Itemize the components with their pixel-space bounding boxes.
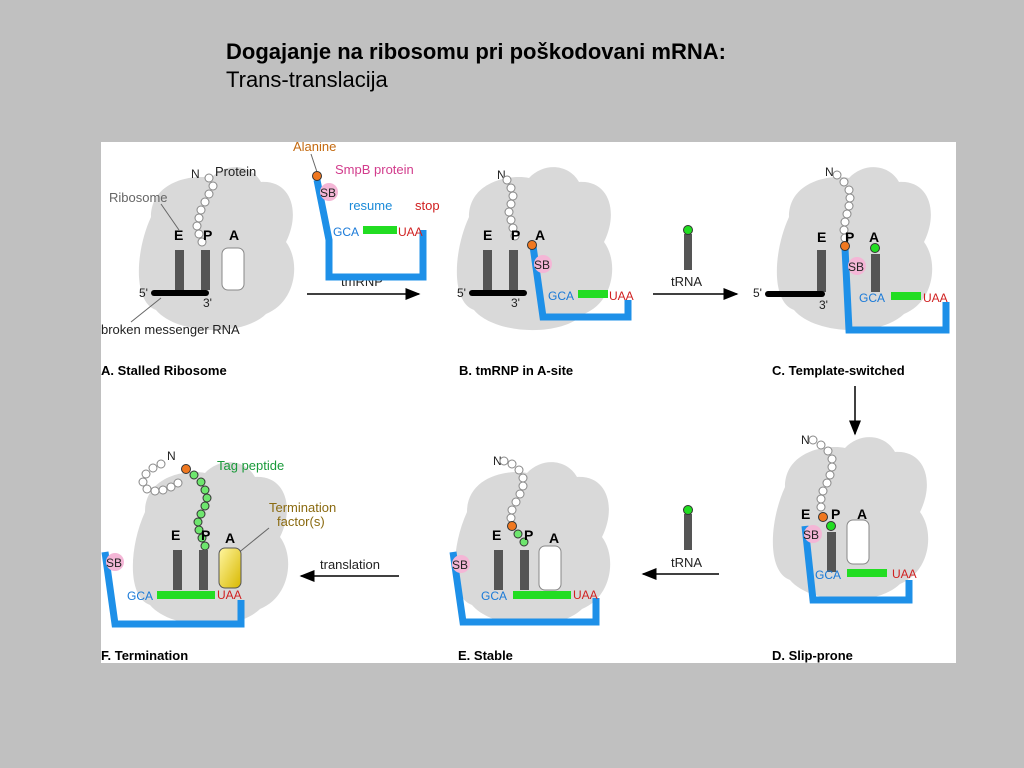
site-a: A	[229, 227, 239, 243]
svg-text:3': 3'	[819, 298, 828, 312]
arrow-label-translation: translation	[320, 557, 380, 572]
label-stop: stop	[415, 198, 440, 213]
trans-translation-figure: Ribosome N Protein E P A 5' 3' broken me…	[101, 142, 956, 663]
svg-text:E: E	[817, 229, 826, 245]
caption-c: C. Template-switched	[772, 363, 905, 378]
svg-text:UAA: UAA	[217, 588, 242, 602]
caption-f: F. Termination	[101, 648, 188, 663]
caption-e: E. Stable	[458, 648, 513, 663]
caption-b: B. tmRNP in A-site	[459, 363, 573, 378]
termination-factor	[218, 547, 242, 589]
label-5prime: 5'	[139, 286, 148, 300]
title-line-1: Dogajanje na ribosomu pri poškodovani mR…	[226, 39, 726, 64]
svg-text:A: A	[535, 227, 545, 243]
caption-a: A. Stalled Ribosome	[101, 363, 227, 378]
svg-text:UAA: UAA	[609, 289, 634, 303]
arrow-label-trna-2: tRNA	[671, 555, 702, 570]
arrow-label-trna-1: tRNA	[671, 274, 702, 289]
svg-text:GCA: GCA	[481, 589, 507, 603]
label-n: N	[191, 167, 200, 181]
orf	[363, 226, 397, 234]
title-line-2: Trans-translacija	[226, 66, 388, 92]
svg-text:SB: SB	[534, 258, 550, 272]
panel-c-template-switched: N E P A 5' 3' SB GCA UAA C. Template-swi…	[753, 165, 950, 378]
panel-d-slip-prone: N E P A SB GCA UAA D. Slip-prone	[772, 433, 929, 663]
svg-text:SB: SB	[106, 556, 122, 570]
svg-text:N: N	[825, 165, 834, 179]
trna-p	[201, 250, 210, 290]
ribosome-body	[454, 462, 611, 626]
svg-text:E: E	[801, 506, 810, 522]
arrow-translation: translation	[299, 557, 399, 582]
svg-text:P: P	[524, 527, 533, 543]
site-e: E	[174, 227, 183, 243]
label-termination-factor-1: Termination	[269, 500, 336, 515]
svg-text:N: N	[167, 449, 176, 463]
svg-text:A: A	[869, 229, 879, 245]
svg-text:GCA: GCA	[815, 568, 841, 582]
svg-text:UAA: UAA	[892, 567, 917, 581]
site-p: P	[203, 227, 212, 243]
label-gca: GCA	[333, 225, 359, 239]
svg-text:UAA: UAA	[573, 588, 598, 602]
label-uaa: UAA	[398, 225, 423, 239]
ribosome-body	[132, 462, 289, 626]
empty-a-site	[221, 247, 245, 291]
arrow-trna-2: tRNA	[641, 505, 719, 580]
panel-a-stalled-ribosome: Ribosome N Protein E P A 5' 3' broken me…	[101, 164, 295, 378]
svg-text:P: P	[201, 527, 210, 543]
svg-text:SB: SB	[452, 558, 468, 572]
svg-text:N: N	[497, 168, 506, 182]
trna-e	[175, 250, 184, 290]
label-termination-factor-2: factor(s)	[277, 514, 325, 529]
label-ribosome: Ribosome	[109, 190, 168, 205]
svg-text:A: A	[857, 506, 867, 522]
svg-text:GCA: GCA	[859, 291, 885, 305]
svg-text:SB: SB	[803, 528, 819, 542]
svg-text:GCA: GCA	[548, 289, 574, 303]
svg-text:GCA: GCA	[127, 589, 153, 603]
svg-text:5': 5'	[753, 286, 762, 300]
nascent-protein	[192, 173, 218, 247]
svg-text:P: P	[845, 229, 854, 245]
label-3prime: 3'	[203, 296, 212, 310]
panel-f-termination: N Tag peptide Termination factor(s) E P …	[101, 449, 336, 663]
label-protein: Protein	[215, 164, 256, 179]
svg-text:3': 3'	[511, 296, 520, 310]
broken-mrna	[151, 290, 209, 296]
label-broken-mrna: broken messenger RNA	[101, 322, 240, 337]
svg-text:P: P	[831, 506, 840, 522]
svg-text:UAA: UAA	[923, 291, 948, 305]
arrow-trna-1: tRNA	[653, 225, 739, 300]
label-resume: resume	[349, 198, 392, 213]
svg-text:A: A	[225, 530, 235, 546]
free-tmrnp: Alanine SmpB protein SB resume stop GCA …	[293, 142, 440, 281]
label-sb: SB	[320, 186, 336, 200]
panel-e-stable: N E P A SB GCA UAA E. Stable	[449, 454, 611, 663]
svg-text:P: P	[511, 227, 520, 243]
svg-text:SB: SB	[848, 260, 864, 274]
ribosome-body	[776, 167, 933, 331]
slide-title: Dogajanje na ribosomu pri poškodovani mR…	[226, 38, 726, 93]
svg-text:N: N	[493, 454, 502, 468]
caption-d: D. Slip-prone	[772, 648, 853, 663]
label-alanine: Alanine	[293, 142, 336, 154]
svg-text:5': 5'	[457, 286, 466, 300]
svg-text:N: N	[801, 433, 810, 447]
svg-text:A: A	[549, 530, 559, 546]
svg-text:E: E	[483, 227, 492, 243]
svg-text:E: E	[171, 527, 180, 543]
label-smpb: SmpB protein	[335, 162, 414, 177]
panel-b-tmrnp-a-site: N E P A 5' 3' SB GCA UAA B. tmRNP in A-s…	[456, 167, 634, 378]
label-tag-peptide: Tag peptide	[217, 458, 284, 473]
svg-text:E: E	[492, 527, 501, 543]
